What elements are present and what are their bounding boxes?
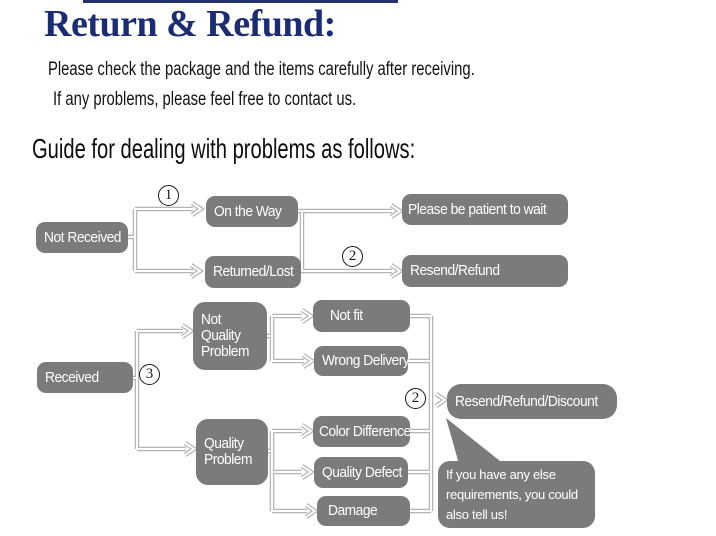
node-label: Color Difference [319, 423, 411, 440]
note-speech-bubble: If you have any else requirements, you c… [438, 461, 595, 528]
node-returned-lost: Returned/Lost [205, 256, 301, 288]
node-damage: Damage [317, 496, 410, 526]
node-wrong-delivery: Wrong Delivery [314, 346, 410, 376]
page-title: Return & Refund: [44, 3, 336, 45]
node-label: On the Way [214, 203, 282, 220]
node-label: Not Received [44, 229, 121, 246]
node-not-received: Not Received [36, 222, 128, 253]
section-heading: Guide for dealing with problems as follo… [32, 133, 416, 164]
node-label: Not Quality Problem [201, 312, 249, 360]
node-label: Quality Problem [204, 436, 252, 468]
step-badge-1: 1 [158, 185, 179, 206]
node-color-difference: Color Difference [313, 416, 411, 447]
subtitle-line-2: If any problems, please feel free to con… [53, 89, 357, 110]
node-label: Returned/Lost [213, 264, 294, 280]
step-badge-3: 3 [139, 364, 160, 385]
node-not-fit: Not fit [313, 300, 410, 332]
node-label: Damage [328, 503, 378, 519]
node-label: Resend/Refund/Discount [455, 393, 598, 410]
top-crop-line [83, 0, 398, 3]
node-label: Wrong Delivery [322, 353, 410, 369]
node-quality-problem: Quality Problem [196, 419, 268, 485]
node-received: Received [37, 362, 133, 393]
node-label: Please be patient to wait [408, 201, 547, 218]
step-badge-2-top: 2 [342, 246, 363, 267]
node-label: Quality Defect [322, 464, 402, 481]
node-resend-refund-discount: Resend/Refund/Discount [447, 384, 617, 419]
node-on-the-way: On the Way [206, 196, 298, 227]
speech-bubble-tail [446, 418, 500, 464]
node-label: Not fit [330, 308, 363, 324]
step-badge-2-bottom: 2 [405, 388, 426, 409]
node-not-quality-problem: Not Quality Problem [193, 302, 267, 370]
subtitle-line-1: Please check the package and the items c… [48, 59, 475, 80]
node-resend-refund: Resend/Refund [402, 255, 568, 287]
node-please-be-patient: Please be patient to wait [402, 194, 568, 225]
node-label: Resend/Refund [410, 263, 500, 279]
node-quality-defect: Quality Defect [314, 457, 408, 488]
node-label: Received [45, 369, 99, 386]
